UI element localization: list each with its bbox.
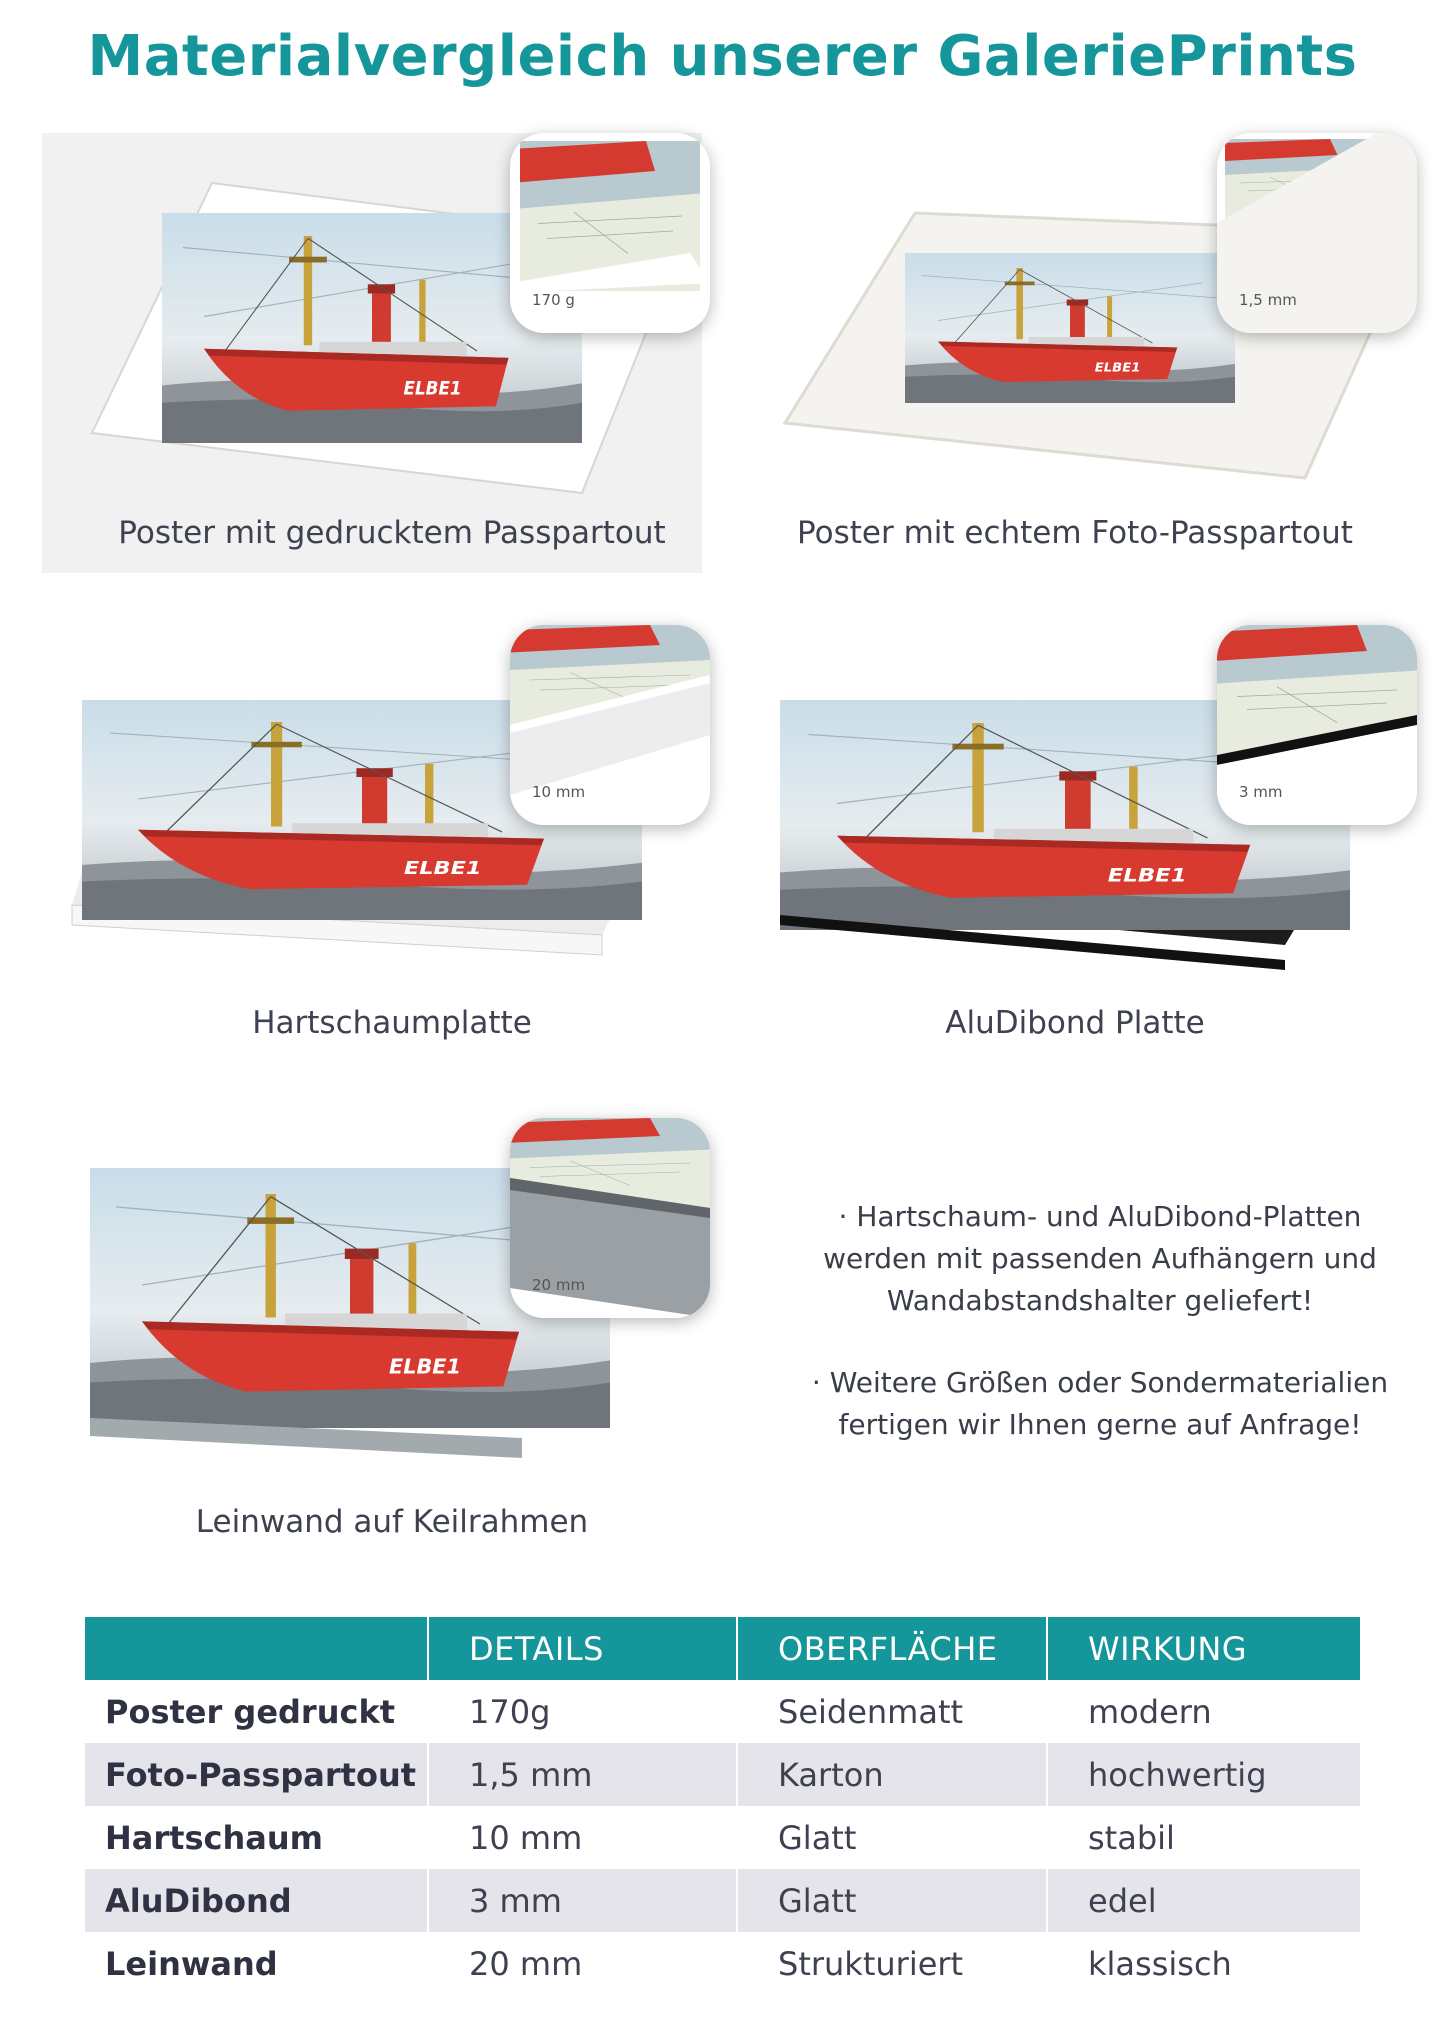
table-cell-details: 10 mm [428,1806,738,1869]
page-title: Materialvergleich unserer GaleriePrints [87,24,1358,89]
table-cell-details: 1,5 mm [428,1743,738,1806]
caption-canvas: Leinwand auf Keilrahmen [195,1504,589,1540]
table-cell-effect: stabil [1088,1818,1175,1857]
table-cell-effect: edel [1047,1869,1360,1932]
table-cell-material: AluDibond [85,1869,429,1932]
table-header: WIRKUNG [1047,1617,1360,1680]
foam-board-image [71,625,642,956]
canvas-image [90,1118,742,1458]
inset-mat-thickness: 1,5 mm [1217,133,1417,333]
table-cell-effect: modern [1088,1692,1212,1731]
table-cell-details: 3 mm [428,1869,738,1932]
table-row: Foto-Passpartout 1,5 mm Karton hochwerti… [85,1743,1360,1806]
inset-alu-thickness: 3 mm [1217,625,1417,825]
table-cell-surface: Karton [737,1743,1048,1806]
inset-foam-thickness: 10 mm [510,625,710,825]
inset-canvas-thickness: 20 mm [510,1118,710,1318]
product-foam-board: 10 mm Hartschaumplatte [42,625,742,1095]
table-header: DETAILS [428,1617,738,1680]
table-cell-details: 170g [428,1680,738,1743]
comparison-table: DETAILS OBERFLÄCHE WIRKUNG Poster gedruc… [85,1617,1360,1995]
table-cell-details: 20 mm [428,1932,738,1995]
product-poster-printed-mat: 170 g Poster mit gedrucktem Passpartout [42,133,742,603]
table-cell-surface: Strukturiert [737,1932,1048,1995]
table-cell-effect: klassisch [1088,1944,1232,1983]
table-cell-material: Poster gedruckt [85,1680,429,1743]
table-row: Poster gedruckt 170g Seidenmatt modern [85,1680,1360,1743]
product-canvas: 20 mm Leinwand auf Keilrahmen [42,1118,742,1588]
table-row: Leinwand 20 mm Strukturiert klassisch [85,1932,1360,1995]
inset-label: 10 mm [532,783,586,801]
product-aludibond: 3 mm AluDibond Platte [725,625,1425,1095]
info-note-mounting: · Hartschaum- und AluDibond-Platten werd… [823,1200,1377,1317]
info-note-custom: · Weitere Größen oder Sondermaterialien … [811,1366,1389,1441]
table-header: OBERFLÄCHE [737,1617,1048,1680]
inset-paper-weight: 170 g [510,133,710,333]
table-cell-material: Hartschaum [85,1806,429,1869]
table-row: Hartschaum 10 mm Glatt stabil [85,1806,1360,1869]
table-cell-effect: hochwertig [1047,1743,1360,1806]
caption-photo-mat: Poster mit echtem Foto-Passpartout [797,515,1353,551]
caption-aludibond: AluDibond Platte [945,1005,1205,1041]
inset-label: 170 g [532,291,575,309]
table-header [85,1617,429,1680]
inset-label: 1,5 mm [1239,291,1297,309]
inset-label: 3 mm [1239,783,1283,801]
info-notes: · Hartschaum- und AluDibond-Platten werd… [780,1196,1420,1486]
table-cell-surface: Glatt [737,1869,1048,1932]
product-photo-mat: 1,5 mm Poster mit echtem Foto-Passpartou… [725,133,1425,603]
table-header-row: DETAILS OBERFLÄCHE WIRKUNG [85,1617,1360,1680]
caption-poster-printed-mat: Poster mit gedrucktem Passpartout [118,515,666,551]
table-cell-material: Foto-Passpartout [85,1743,429,1806]
table-cell-surface: Seidenmatt [737,1680,1048,1743]
table-cell-surface: Glatt [737,1806,1048,1869]
caption-foam-board: Hartschaumplatte [252,1005,532,1041]
aludibond-image [780,625,1425,970]
inset-label: 20 mm [532,1276,586,1294]
table-cell-material: Leinwand [85,1932,429,1995]
table-row: AluDibond 3 mm Glatt edel [85,1869,1360,1932]
